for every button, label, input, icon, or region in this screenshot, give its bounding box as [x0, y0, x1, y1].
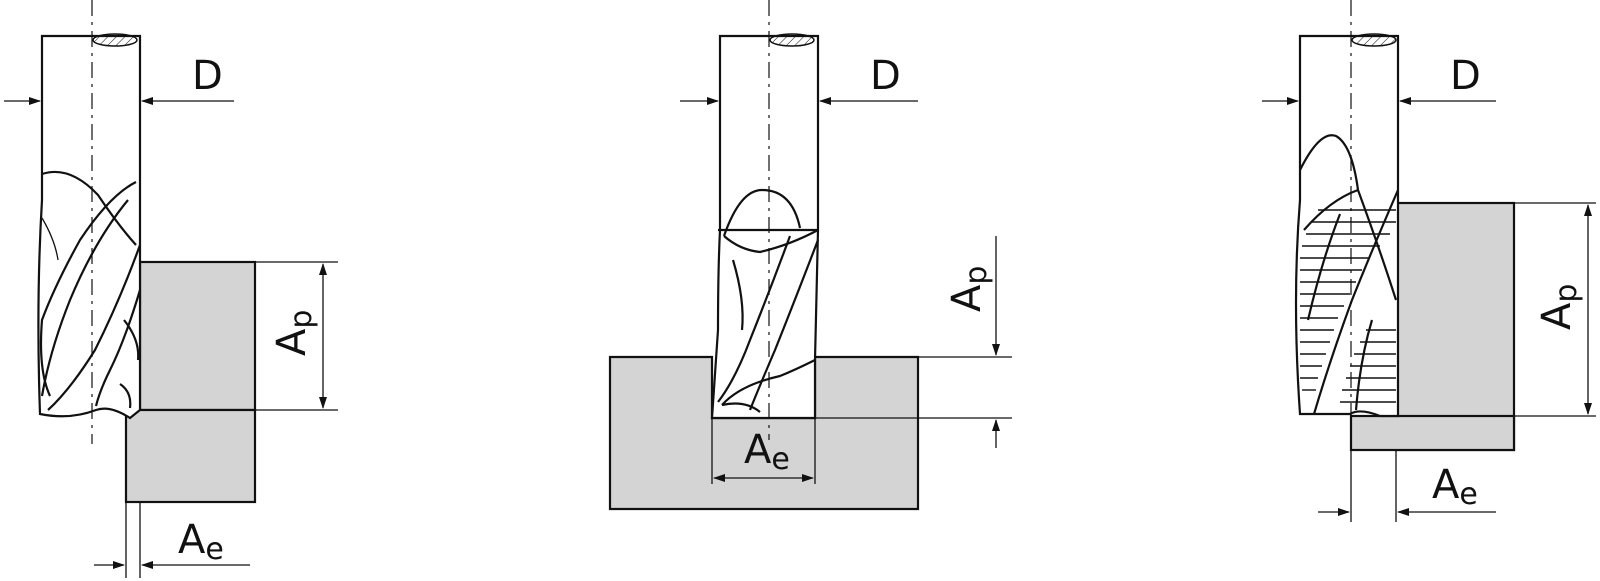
workpiece [1394, 201, 1516, 452]
workpiece [138, 260, 257, 412]
end-mill-tool [37, 33, 142, 420]
axial-depth-label: Ap [269, 310, 319, 356]
radial-width-label: Ae [178, 517, 224, 567]
diameter-label: D [870, 53, 901, 99]
radial-width-label: Ae [744, 427, 790, 477]
figure-finishing: D Ap Ae [1262, 0, 1596, 522]
svg-text:Ap: Ap [1534, 284, 1584, 330]
svg-text:Ap: Ap [269, 310, 319, 356]
workpiece-lower [1349, 414, 1516, 452]
figure-slot-milling: D Ap Ae [608, 0, 1012, 511]
end-mill-tool [710, 33, 820, 420]
workpiece-lower [124, 408, 257, 504]
radial-width-label: Ae [1432, 462, 1478, 512]
diameter-label: D [1450, 53, 1481, 99]
cutting-zone-hatching [1300, 209, 1396, 403]
axial-depth-label: Ap [944, 266, 994, 312]
end-mill-tool [1294, 33, 1400, 418]
diameter-label: D [192, 53, 223, 99]
figure-side-milling: D Ap Ae [4, 0, 338, 578]
axial-depth-label: Ap [1534, 284, 1584, 330]
svg-text:Ap: Ap [944, 266, 994, 312]
